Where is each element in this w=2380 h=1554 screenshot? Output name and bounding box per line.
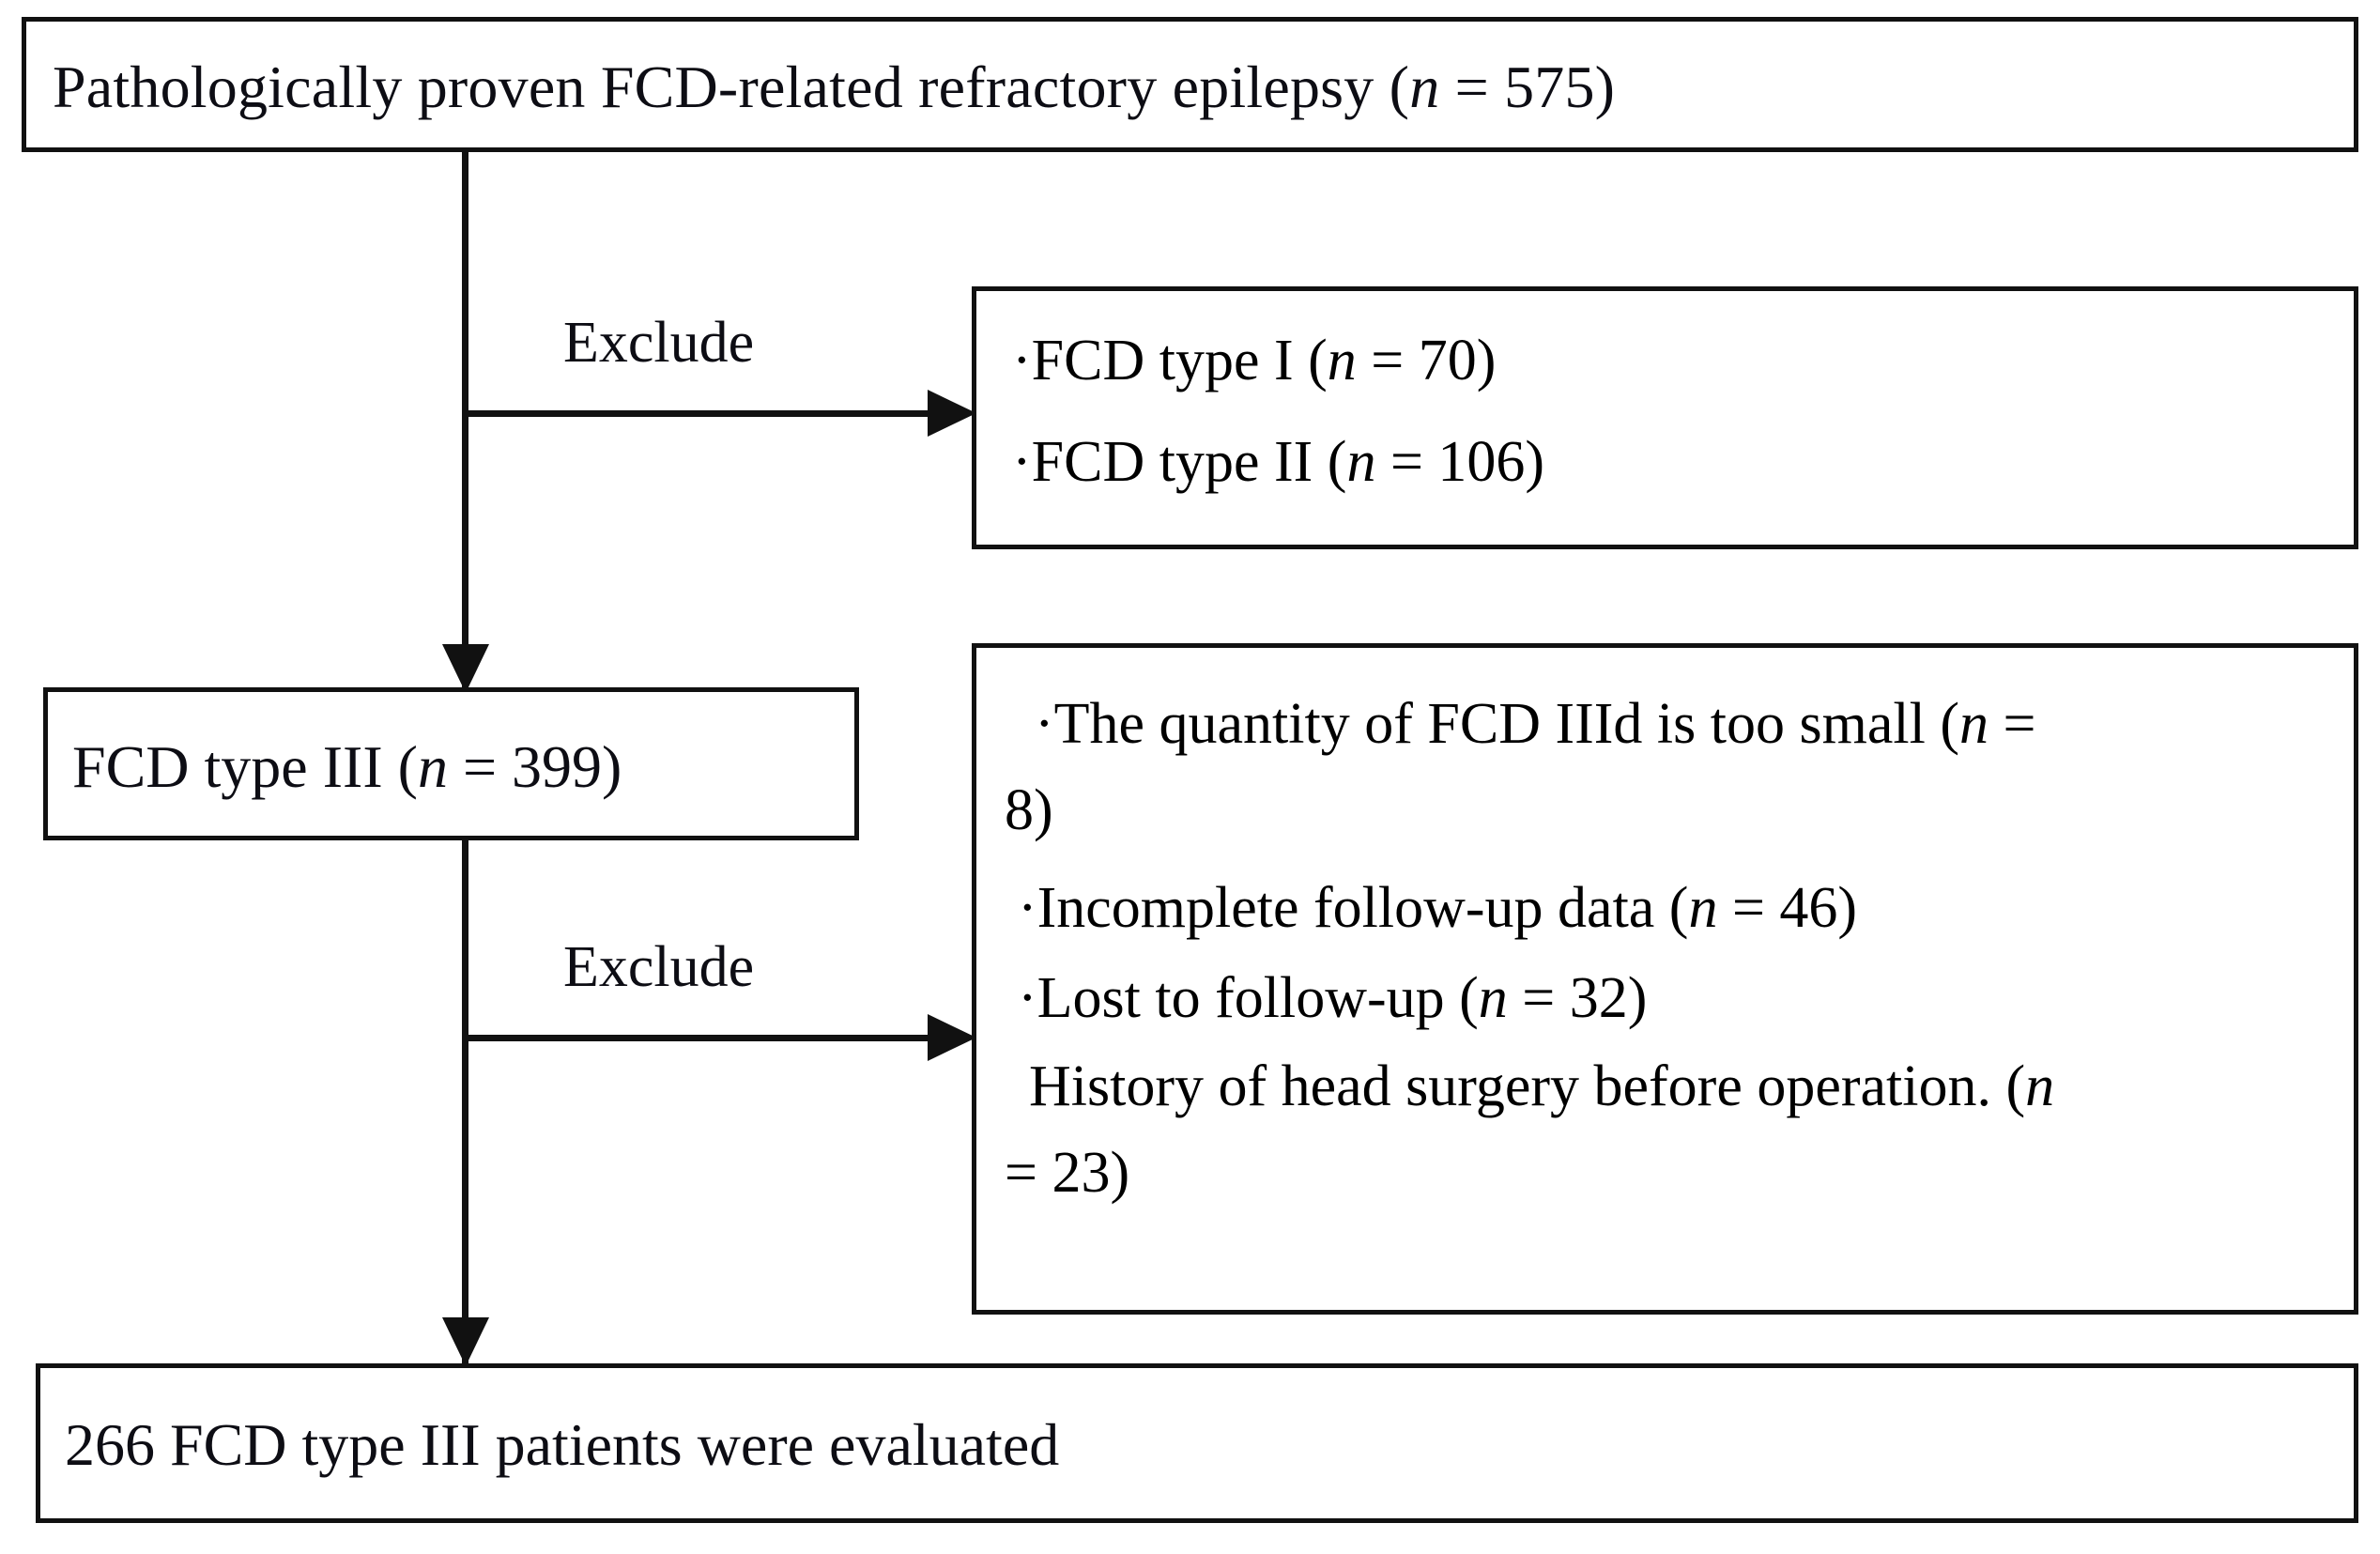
- connector-top-to-fcd3-line: [462, 150, 468, 693]
- exclude-label-1: Exclude: [563, 311, 755, 375]
- node-final-cohort-label: 266 FCD type III patients were evaluated: [65, 1411, 1060, 1478]
- connector-fcd3-to-bottom-line: [462, 839, 468, 1366]
- node-exclusion-criteria-1: ·FCD type I (n = 70) ·FCD type II (n = 1…: [972, 286, 2358, 549]
- node-fcd-type-iii: FCD type III (n = 399): [43, 687, 859, 840]
- node-exclusion-criteria-2: ·The quantity of FCD IIId is too small (…: [972, 643, 2358, 1315]
- exclusion-1-item-1: ·FCD type II (n = 106): [1012, 430, 1545, 494]
- connector-top-to-fcd3-arrowhead: [442, 644, 489, 693]
- exclusion-2-line-4: History of head surgery before operation…: [1029, 1054, 2055, 1118]
- connector-exclude-2-line: [462, 1035, 941, 1041]
- node-fcd-type-iii-label: FCD type III (n = 399): [72, 733, 622, 800]
- connector-exclude-2-arrowhead: [928, 1014, 976, 1061]
- exclusion-1-item-0: ·FCD type I (n = 70): [1012, 329, 1497, 392]
- exclusion-2-line-0: ·The quantity of FCD IIId is too small (…: [1035, 692, 2036, 756]
- connector-exclude-1-line: [462, 410, 941, 417]
- exclude-label-2: Exclude: [563, 935, 755, 999]
- node-pathologically-proven-fcd-label: Pathologically proven FCD-related refrac…: [53, 54, 1616, 120]
- node-pathologically-proven-fcd: Pathologically proven FCD-related refrac…: [22, 17, 2358, 152]
- exclusion-2-line-1: 8): [1005, 778, 1053, 842]
- connector-exclude-1-arrowhead: [928, 390, 976, 437]
- exclusion-2-line-2: ·Incomplete follow-up data (n = 46): [1018, 876, 1858, 940]
- connector-fcd3-to-bottom-arrowhead: [442, 1317, 489, 1366]
- node-final-cohort: 266 FCD type III patients were evaluated: [36, 1363, 2358, 1523]
- exclusion-2-line-5: = 23): [1005, 1141, 1130, 1205]
- exclusion-2-line-3: ·Lost to follow-up (n = 32): [1018, 966, 1648, 1030]
